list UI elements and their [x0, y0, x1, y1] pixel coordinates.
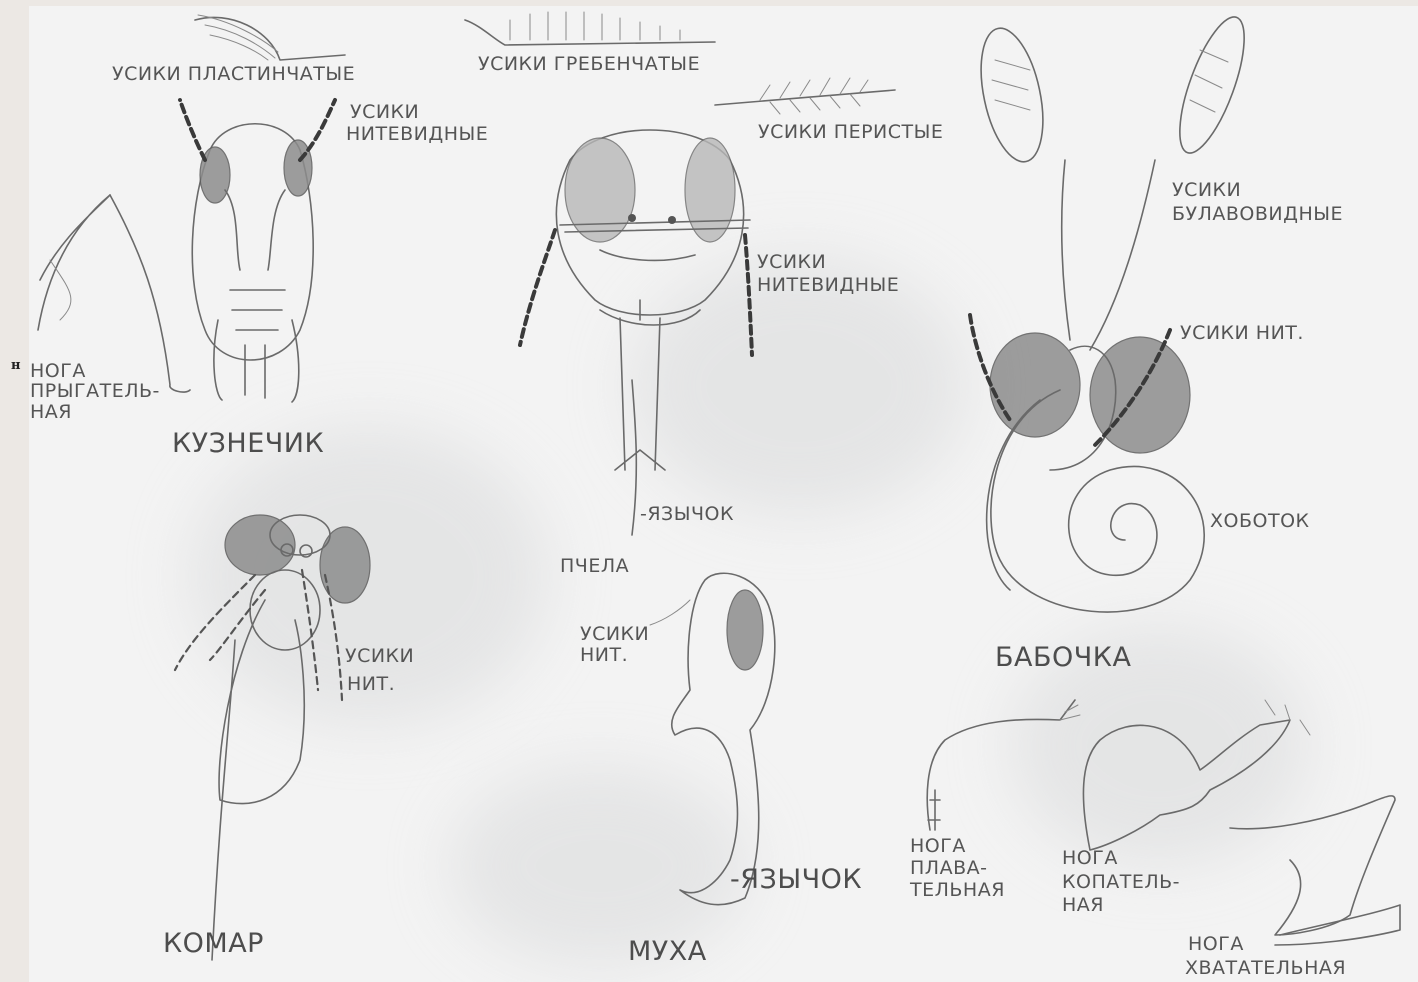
label-antennae-lamellate: УСИКИ ПЛАСТИНЧАТЫЕ	[112, 63, 355, 85]
label-leg-digging-2: КОПАТЕЛЬ-	[1062, 871, 1180, 893]
label-grasshopper-antennae-1: УСИКИ	[350, 101, 419, 123]
label-butterfly: БАБОЧКА	[995, 642, 1131, 673]
label-proboscis: ХОБОТОК	[1210, 510, 1310, 532]
label-bee-antennae-1: УСИКИ	[757, 251, 826, 273]
label-leg-swimming-3: ТЕЛЬНАЯ	[909, 879, 1005, 901]
leg-sketches	[927, 700, 1400, 945]
label-leg-grasping-2: ХВАТАТЕЛЬНАЯ	[1185, 957, 1346, 979]
label-antennae-clubbed-2: БУЛАВОВИДНЫЕ	[1172, 203, 1343, 225]
label-fly-antennae-2: НИТ.	[580, 644, 628, 666]
label-grasshopper-antennae-2: НИТЕВИДНЫЕ	[346, 123, 488, 145]
label-leg-jumping-2: ПРЫГАТЕЛЬ-	[30, 380, 160, 402]
label-leg-digging-3: НАЯ	[1062, 894, 1104, 916]
label-butterfly-antennae: УСИКИ НИТ.	[1180, 322, 1304, 344]
fly-head-sketch	[650, 573, 775, 904]
label-antennae-plumose: УСИКИ ПЕРИСТЫЕ	[758, 121, 943, 143]
bee-head-sketch	[520, 130, 752, 535]
label-leg-jumping-1: НОГА	[30, 360, 86, 382]
label-bee-antennae-2: НИТЕВИДНЫЕ	[757, 274, 899, 296]
grasshopper-head-sketch	[38, 100, 335, 402]
label-fly-antennae-1: УСИКИ	[580, 623, 649, 645]
label-leg-swimming-2: ПЛАВА-	[910, 857, 987, 879]
label-mosquito-antennae-1: УСИКИ	[345, 645, 414, 667]
label-grasshopper: КУЗНЕЧИК	[172, 428, 324, 459]
label-mosquito-antennae-2: НИТ.	[347, 673, 395, 695]
label-fly-tongue: -ЯЗЫЧОК	[730, 864, 862, 895]
label-antennae-pectinate: УСИКИ ГРЕБЕНЧАТЫЕ	[478, 53, 700, 75]
label-bee-tongue: -ЯЗЫЧОК	[640, 503, 734, 525]
label-leg-jumping-3: НАЯ	[30, 401, 72, 423]
mosquito-head-sketch	[175, 515, 370, 960]
label-fly: МУХА	[628, 936, 707, 967]
label-leg-grasping-1: НОГА	[1188, 933, 1244, 955]
label-mosquito: КОМАР	[163, 928, 264, 959]
label-bee: ПЧЕЛА	[560, 555, 629, 577]
label-antennae-clubbed-1: УСИКИ	[1172, 179, 1241, 201]
label-leg-swimming-1: НОГА	[910, 835, 966, 857]
label-leg-digging-1: НОГА	[1062, 847, 1118, 869]
